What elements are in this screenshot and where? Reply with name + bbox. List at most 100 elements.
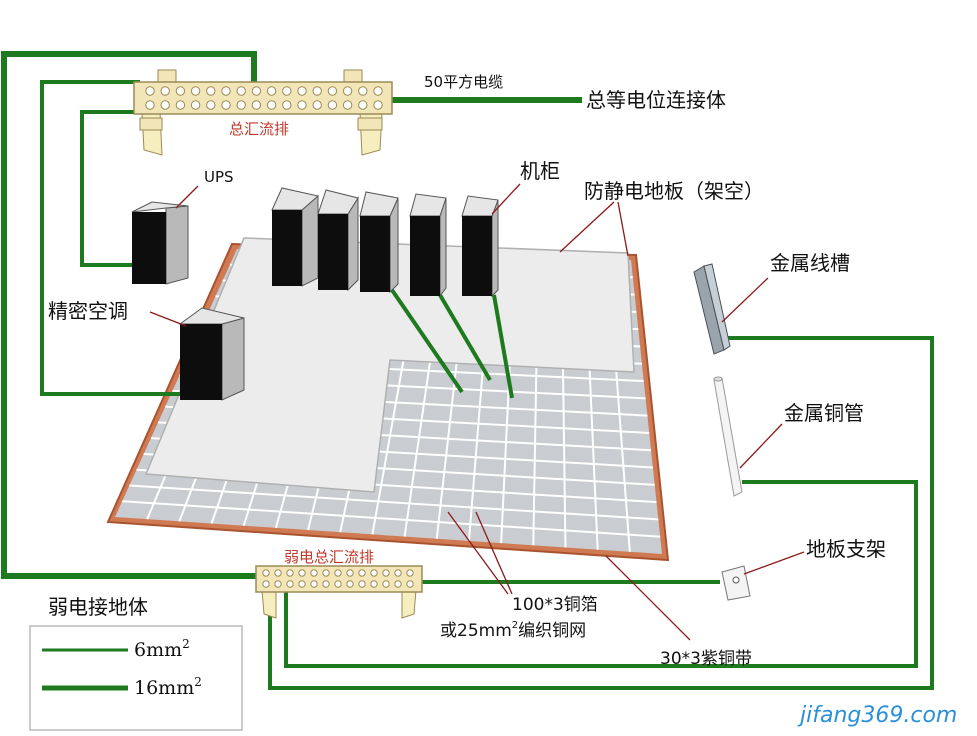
label-metal-copper-pipe: 金属铜管 (784, 401, 864, 425)
busbar-hole (334, 569, 342, 577)
main-busbar-bar (133, 81, 393, 115)
busbar-hole (262, 580, 270, 588)
busbar-hole (342, 86, 353, 96)
labels: 50平方电缆 总等电位连接体 总汇流排 UPS 机柜 防静电地板（架空） 精密空… (48, 73, 886, 669)
busbar-hole (322, 580, 330, 588)
busbar-hole (262, 569, 270, 577)
ground-wires (1, 51, 934, 690)
busbar-hole (358, 569, 366, 577)
busbar-hole (370, 569, 378, 577)
busbar-hole (394, 580, 402, 588)
grid-line (129, 484, 659, 521)
busbar-hole (297, 100, 307, 110)
busbar-hole (297, 86, 307, 96)
busbar-hole (286, 580, 294, 588)
busbar-hole (175, 86, 186, 96)
label-main-equipotential: 总等电位连接体 (586, 88, 726, 112)
legend-label-16mm: 16mm2 (134, 675, 202, 699)
busbar-hole (312, 100, 322, 110)
busbar-hole (274, 580, 282, 588)
busbar-hole (266, 100, 277, 110)
busbar-hole (346, 580, 354, 588)
busbar-hole (334, 580, 342, 588)
label-raised-floor: 防静电地板（架空） (584, 179, 764, 203)
raised-floor (106, 237, 670, 562)
label-copper-foil-line2: 或25mm2编织铜网 (440, 620, 586, 641)
grid-line (122, 500, 661, 538)
busbar-hole (342, 100, 353, 110)
main-busbar (133, 69, 393, 156)
busbar-hole (206, 100, 216, 110)
floor-support (721, 565, 751, 601)
server-cabinet-5 (461, 195, 499, 298)
busbar-hole (298, 569, 306, 577)
metal-copper-pipe (713, 376, 743, 497)
busbar-hole (312, 86, 322, 96)
busbar-hole (175, 100, 186, 110)
busbar-hole (327, 86, 338, 96)
server-cabinet-1 (271, 187, 320, 287)
busbar-hole (327, 100, 338, 110)
label-floor-support: 地板支架 (806, 537, 886, 561)
busbar-hole (346, 569, 354, 577)
busbar-hole (190, 86, 201, 96)
label-main-busbar: 总汇流排 (229, 120, 289, 138)
busbar-hole (358, 86, 368, 96)
busbar-hole (406, 569, 414, 577)
busbar-hole (221, 86, 231, 96)
server-cabinet-2 (317, 189, 359, 292)
busbar-hole (236, 86, 246, 96)
label-weak-busbar: 弱电总汇流排 (284, 548, 374, 566)
busbar-hole (286, 569, 294, 577)
busbar-hole (406, 580, 414, 588)
busbar-hole (251, 86, 262, 96)
precision-ac-unit (178, 307, 245, 401)
busbar-hole (160, 100, 170, 110)
legend: 弱电接地体 6mm2 16mm2 (29, 595, 243, 731)
busbar-hole (206, 86, 216, 96)
busbar-hole (221, 100, 231, 110)
server-cabinet-3 (359, 191, 399, 294)
label-copper-foil-line1: 100*3铜箔 (512, 595, 598, 615)
busbar-hole (394, 569, 402, 577)
busbar-hole (266, 86, 277, 96)
busbar-hole (145, 86, 155, 96)
wire-cabinet-3 (492, 294, 514, 399)
busbar-hole (190, 100, 201, 110)
busbar-hole (282, 100, 292, 110)
busbar-hole (274, 569, 282, 577)
label-metal-trunking: 金属线槽 (770, 251, 850, 275)
label-cable-50: 50平方电缆 (424, 73, 503, 91)
busbar-hole (370, 580, 378, 588)
label-copper-strip: 30*3紫铜带 (660, 649, 752, 669)
busbar-hole (282, 86, 292, 96)
wire-busbar-ups (80, 110, 140, 267)
busbar-hole (358, 580, 366, 588)
weak-busbar-holes (262, 569, 414, 588)
legend-title: 弱电接地体 (48, 595, 148, 619)
busbar-hole (382, 580, 390, 588)
busbar-hole (145, 100, 155, 110)
legend-box (29, 625, 243, 731)
busbar-hole (373, 100, 383, 110)
busbar-hole (373, 86, 383, 96)
pointer-lines (149, 183, 805, 641)
wire-busbar-ac (40, 80, 198, 396)
wire-weak-pipe (284, 480, 918, 668)
busbar-hole (160, 86, 170, 96)
weak-busbar (255, 565, 423, 619)
wire-cabinet-1 (390, 288, 464, 394)
busbar-hole (251, 100, 262, 110)
equipment (131, 187, 499, 401)
server-cabinet-4 (409, 193, 447, 298)
busbar-hole (310, 580, 318, 588)
legend-label-6mm: 6mm2 (134, 637, 190, 661)
label-precision-ac: 精密空调 (48, 299, 128, 323)
wire-busbar-outer-loop (1, 51, 262, 579)
watermark: jifang369.com (797, 703, 957, 728)
ups-unit (131, 201, 189, 285)
busbar-hole (298, 580, 306, 588)
busbar-hole (322, 569, 330, 577)
busbar-hole (382, 569, 390, 577)
